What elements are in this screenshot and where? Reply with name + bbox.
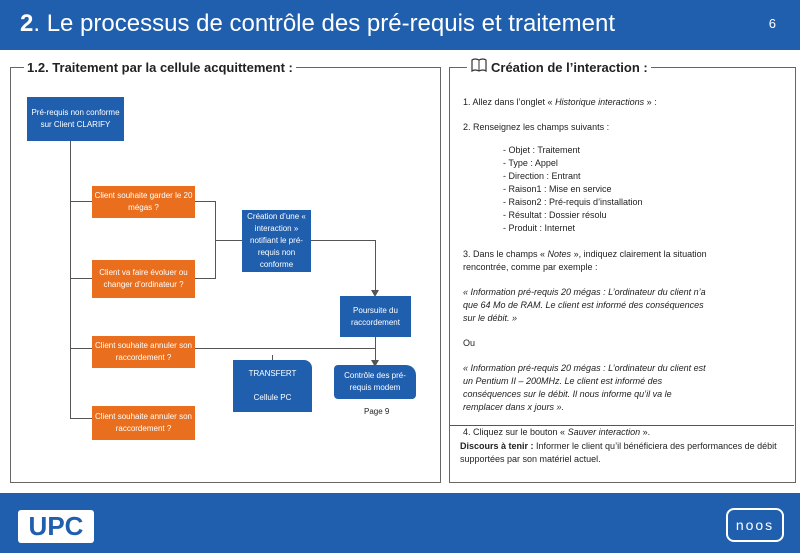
prereq-box: Pré-requis non conforme sur Client CLARI… [27, 97, 124, 141]
field-direction: - Direction : Entrant [503, 171, 581, 181]
section-number: 2 [20, 10, 34, 37]
field-list: - Objet : Traitement - Type : Appel - Di… [503, 144, 783, 235]
step-4-italic: Sauver interaction [567, 427, 641, 437]
noos-logo: noos [726, 508, 784, 542]
conn-i [272, 355, 273, 360]
cancel-1-text: Client souhaite annuler son raccordement… [95, 341, 192, 362]
field-raison1: - Raison1 : Mise en service [503, 184, 612, 194]
branch-2 [70, 278, 92, 279]
cancel-2-text: Client souhaite annuler son raccordement… [95, 412, 192, 433]
arrow-down-1 [371, 290, 379, 297]
branch-3 [70, 348, 92, 349]
field-objet: - Objet : Traitement [503, 145, 581, 155]
conn-h [375, 337, 376, 362]
conn-f [375, 240, 376, 292]
footer-bar [0, 493, 800, 553]
page-number: 6 [768, 16, 776, 31]
evolve-pc-box: Client va faire évoluer ou changer d’ord… [92, 260, 195, 298]
step-1: 1. Allez dans l’onglet « Historique inte… [463, 96, 783, 109]
field-type: - Type : Appel [503, 158, 558, 168]
example-1-text: « Information pré-requis 20 mégas : L’or… [463, 287, 706, 323]
right-section-title: Création de l’interaction : [467, 60, 651, 75]
step-1-suffix: » : [644, 97, 657, 107]
step-3-suffix: », indiquez clairement la situation renc… [463, 249, 707, 272]
noos-logo-text: noos [735, 517, 775, 533]
cancel-box-2: Client souhaite annuler son raccordement… [92, 406, 195, 440]
transfer-text: TRANSFERT [248, 369, 297, 378]
step-4: 4. Cliquez sur le bouton « Sauver intera… [463, 426, 783, 439]
example-2: « Information pré-requis 20 mégas : L’or… [463, 362, 713, 414]
discours: Discours à tenir : Informer le client qu… [460, 440, 780, 466]
example-1: « Information pré-requis 20 mégas : L’or… [463, 286, 713, 325]
arrow-down-2 [371, 360, 379, 367]
keep-20-text: Client souhaite garder le 20 mégas ? [94, 191, 193, 212]
step-3: 3. Dans le champs « Notes », indiquez cl… [463, 248, 713, 274]
branch-4 [70, 418, 92, 419]
page-ref-link[interactable]: Page 9 [364, 407, 390, 416]
evolve-pc-text: Client va faire évoluer ou changer d’ord… [99, 268, 188, 289]
left-section-title: 1.2. Traitement par la cellule acquittem… [24, 60, 296, 75]
cancel-box-1: Client souhaite annuler son raccordement… [92, 336, 195, 368]
upc-logo: UPC [18, 510, 94, 543]
transfer-box: TRANSFERT Cellule PC [233, 360, 312, 412]
step-4-suffix: ». [640, 427, 651, 437]
book-icon [471, 58, 487, 72]
branch-1 [70, 201, 92, 202]
discours-label: Discours à tenir : [460, 441, 534, 451]
conn-b [195, 278, 215, 279]
right-title-text: Création de l’interaction : [491, 60, 648, 75]
slide-title: 2. Le processus de contrôle des pré-requ… [20, 10, 615, 38]
step-2: 2. Renseignez les champs suivants : [463, 122, 610, 132]
conn-g [195, 348, 375, 349]
step-1-prefix: 1. Allez dans l’onglet « [463, 97, 556, 107]
example-2-text: « Information pré-requis 20 mégas : L’or… [463, 363, 706, 412]
create-interaction-text: Création d’une « interaction » notifiant… [247, 212, 306, 269]
pc-cell-text: Cellule PC [253, 393, 292, 402]
keep-20-box: Client souhaite garder le 20 mégas ? [92, 186, 195, 218]
create-interaction-box: Création d’une « interaction » notifiant… [242, 210, 311, 272]
modem-check-text: Contrôle des pré-requis modem [344, 371, 406, 392]
field-raison2: - Raison2 : Pré-requis d’installation [503, 197, 643, 207]
modem-check-box: Contrôle des pré-requis modem [334, 365, 416, 399]
flow-trunk [70, 141, 71, 418]
conn-a [195, 201, 215, 202]
continue-connection-text: Poursuite du raccordement [351, 305, 400, 327]
right-divider [450, 425, 794, 426]
step-4-prefix: 4. Cliquez sur le bouton « [463, 427, 568, 437]
step-3-italic: Notes [547, 249, 572, 259]
field-produit: - Produit : Internet [503, 223, 576, 233]
discours-text: Informer le client qu’il bénéficiera des… [460, 441, 777, 464]
step-3-prefix: 3. Dans le champs « [463, 249, 548, 259]
upc-logo-text: UPC [28, 511, 84, 541]
title-text: . Le processus de contrôle des pré-requi… [33, 10, 615, 37]
slide-header: 2. Le processus de contrôle des pré-requ… [0, 0, 800, 50]
step-1-italic: Historique interactions [555, 97, 645, 107]
prereq-text: Pré-requis non conforme sur Client CLARI… [31, 108, 120, 129]
or-text: Ou [463, 338, 476, 348]
conn-d [215, 240, 242, 241]
field-resultat: - Résultat : Dossier résolu [503, 210, 607, 220]
continue-connection-box: Poursuite du raccordement [340, 296, 411, 337]
conn-e [311, 240, 375, 241]
